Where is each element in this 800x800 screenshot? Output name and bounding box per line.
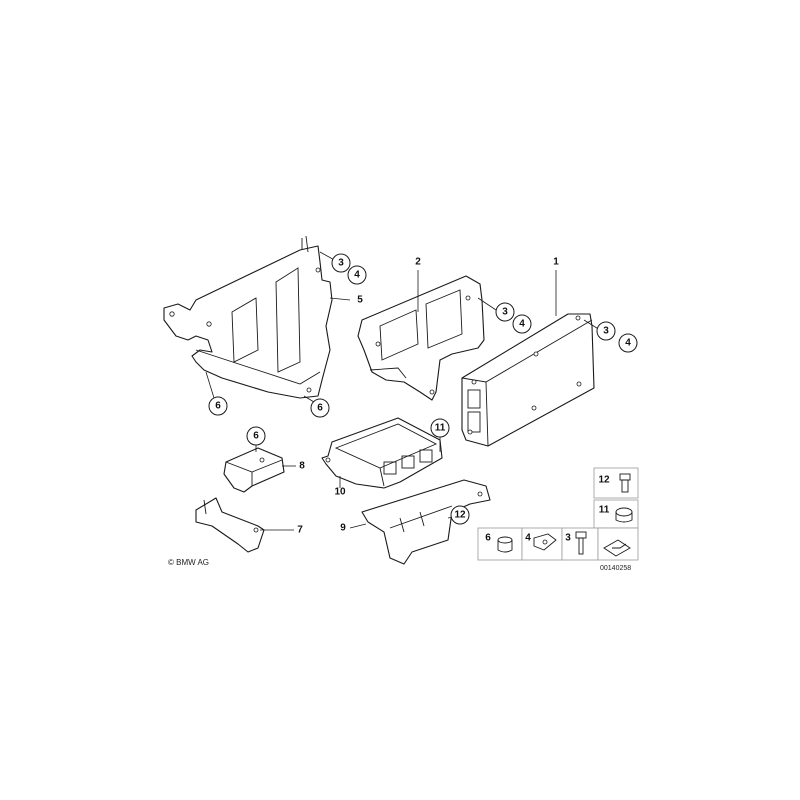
part-7-holder[interactable]: [195, 497, 265, 553]
svg-text:4: 4: [354, 270, 360, 281]
part-9-mounting-plate[interactable]: [361, 479, 491, 565]
callout-4a[interactable]: 4: [347, 265, 367, 285]
screw-icon: [619, 473, 631, 493]
callout-6b[interactable]: 6: [310, 398, 330, 418]
svg-text:4: 4: [525, 533, 531, 544]
svg-text:3: 3: [502, 307, 508, 318]
callout-4b[interactable]: 4: [512, 314, 532, 334]
label-8[interactable]: 8: [299, 461, 305, 472]
callout-3a[interactable]: 3: [331, 253, 351, 273]
svg-text:6: 6: [253, 431, 259, 442]
svg-text:6: 6: [215, 401, 221, 412]
label-5[interactable]: 5: [357, 295, 363, 306]
part-1-control-unit[interactable]: [461, 313, 595, 447]
legend-box-12[interactable]: 12: [593, 467, 639, 499]
part-5-bracket[interactable]: [163, 235, 333, 399]
label-9[interactable]: 9: [340, 523, 346, 534]
callout-12[interactable]: 12: [450, 505, 470, 525]
legend-box-3[interactable]: 3: [561, 527, 599, 561]
callout-6a[interactable]: 6: [208, 396, 228, 416]
clip-nut-icon: [615, 507, 633, 523]
part-2-bracket[interactable]: [357, 275, 485, 401]
label-1[interactable]: 1: [553, 257, 559, 268]
part-10-control-unit[interactable]: [321, 417, 443, 489]
callout-6c[interactable]: 6: [246, 426, 266, 446]
part-8-sensor[interactable]: [223, 447, 285, 493]
svg-text:11: 11: [599, 505, 610, 516]
legend-box-6[interactable]: 6: [477, 527, 523, 561]
svg-text:12: 12: [598, 475, 610, 486]
svg-text:6: 6: [317, 403, 323, 414]
label-7[interactable]: 7: [297, 525, 303, 536]
svg-text:3: 3: [603, 326, 609, 337]
svg-text:11: 11: [435, 423, 446, 434]
legend-box-4[interactable]: 4: [521, 527, 563, 561]
svg-text:6: 6: [485, 533, 491, 544]
bolt-icon: [575, 531, 587, 555]
callout-3c[interactable]: 3: [596, 321, 616, 341]
svg-text:4: 4: [625, 338, 631, 349]
label-2[interactable]: 2: [415, 257, 421, 268]
copyright-notice: © BMW AG: [168, 558, 209, 567]
svg-text:12: 12: [454, 510, 466, 521]
clip-icon: [533, 533, 557, 551]
grommet-icon: [497, 536, 513, 553]
label-10[interactable]: 10: [334, 487, 346, 498]
drawing-number: 00140258: [600, 565, 631, 572]
svg-text:3: 3: [565, 533, 571, 544]
callout-4c[interactable]: 4: [618, 333, 638, 353]
svg-text:4: 4: [519, 319, 525, 330]
callout-11[interactable]: 11: [430, 418, 450, 438]
svg-text:3: 3: [338, 258, 344, 269]
legend-box-11[interactable]: 11: [593, 499, 639, 529]
callout-3b[interactable]: 3: [495, 302, 515, 322]
reference-arrow-icon: [603, 539, 631, 557]
legend-box-arrow[interactable]: [597, 527, 639, 561]
leader-lines: [205, 251, 601, 531]
